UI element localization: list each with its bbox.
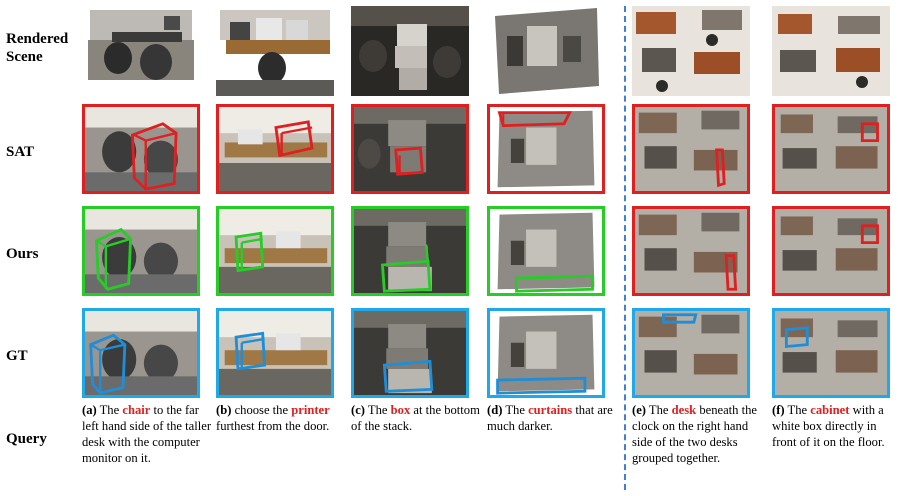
query-text-e: (e) The desk beneath the clock on the ri… [632, 402, 764, 466]
column-divider [624, 6, 626, 490]
row-label-ours: Ours [6, 246, 39, 262]
row-label-gt: GT [6, 348, 28, 364]
query-keyword: printer [291, 403, 330, 417]
query-text-d: (d) The curtains that are much darker. [487, 402, 619, 434]
query-prefix: The [787, 403, 808, 417]
query-prefix: The [505, 403, 525, 417]
gt-result-f [772, 308, 890, 398]
ours-result-d [487, 206, 605, 296]
sat-result-c [351, 104, 469, 194]
query-text-f: (f) The cabinet with a white box directl… [772, 402, 896, 450]
sat-result-a [82, 104, 200, 194]
query-suffix: to the far left hand side of the taller … [82, 403, 212, 465]
gt-result-a [82, 308, 200, 398]
ours-result-b [216, 206, 334, 296]
query-suffix: that are much darker. [487, 403, 613, 433]
row-label-rendered-scene: Rendered Scene [6, 30, 68, 66]
rendered-scene-c [351, 6, 469, 96]
sat-result-e [632, 104, 750, 194]
rendered-scene-b [216, 6, 334, 96]
ours-result-f [772, 206, 890, 296]
row-label-query: Query [6, 431, 47, 447]
rendered-scene-e [632, 6, 750, 96]
query-prefix: The [367, 403, 388, 417]
query-tag: (d) [487, 403, 503, 417]
query-keyword: cabinet [810, 403, 850, 417]
row-label-line: Rendered [6, 31, 69, 47]
rendered-scene-f [772, 6, 890, 96]
ours-result-e [632, 206, 750, 296]
row-label-line: Scene [6, 49, 43, 65]
query-prefix: The [648, 403, 669, 417]
query-suffix: with a white box directly in front of it… [772, 403, 885, 449]
gt-result-b [216, 308, 334, 398]
query-tag: (e) [632, 403, 646, 417]
sat-result-f [772, 104, 890, 194]
query-text-c: (c) The box at the bottom of the stack. [351, 402, 483, 434]
gt-result-d [487, 308, 605, 398]
sat-result-d [487, 104, 605, 194]
query-text-b: (b) choose the printer furthest from the… [216, 402, 348, 434]
gt-result-e [632, 308, 750, 398]
row-label-sat: SAT [6, 144, 35, 160]
query-keyword: box [390, 403, 411, 417]
query-text-a: (a) The chair to the far left hand side … [82, 402, 214, 466]
query-tag: (f) [772, 403, 785, 417]
query-suffix: beneath the clock on the right hand side… [632, 403, 758, 465]
ours-result-a [82, 206, 200, 296]
query-suffix: at the bottom of the stack. [351, 403, 480, 433]
query-keyword: desk [671, 403, 697, 417]
rendered-scene-d [487, 6, 605, 96]
query-prefix: The [99, 403, 120, 417]
query-suffix: furthest from the door. [216, 419, 330, 433]
query-tag: (c) [351, 403, 365, 417]
query-prefix: choose the [234, 403, 289, 417]
sat-result-b [216, 104, 334, 194]
query-tag: (b) [216, 403, 232, 417]
query-keyword: curtains [528, 403, 573, 417]
gt-result-c [351, 308, 469, 398]
ours-result-c [351, 206, 469, 296]
rendered-scene-a [82, 6, 200, 96]
query-tag: (a) [82, 403, 97, 417]
query-keyword: chair [122, 403, 151, 417]
